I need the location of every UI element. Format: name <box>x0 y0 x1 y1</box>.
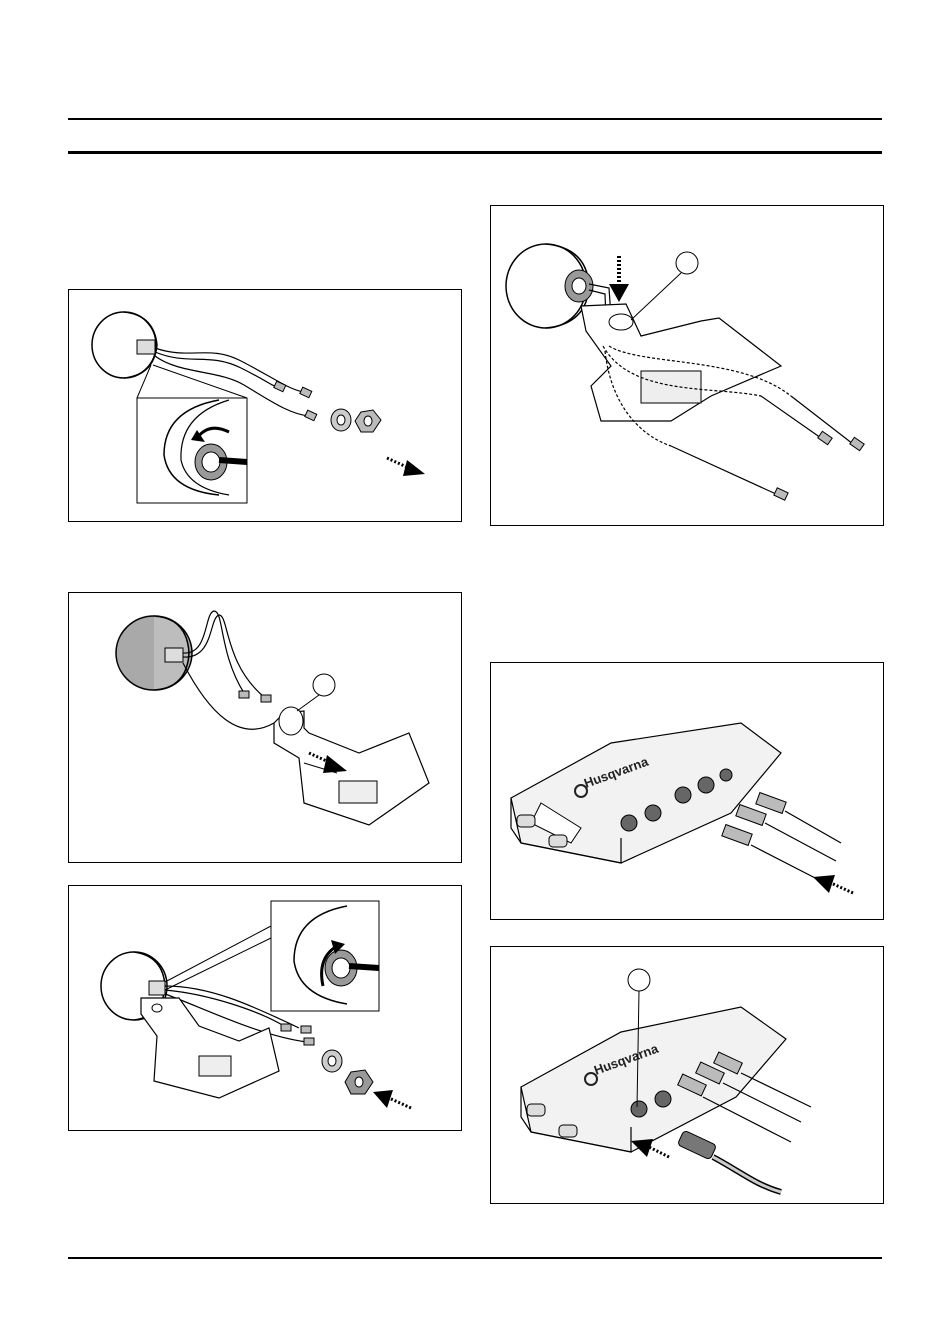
antenna-unscrew-illustration <box>69 290 461 521</box>
header-rule-bottom <box>68 151 882 154</box>
figure-connect-power: Husqvarna <box>490 946 884 1204</box>
control-unit-power-illustration: Husqvarna <box>491 947 883 1203</box>
footer-rule <box>68 1257 882 1259</box>
figure-insert-antenna <box>68 885 462 1131</box>
antenna-bracket-route-illustration <box>69 593 461 862</box>
control-unit-cables-illustration: Husqvarna <box>491 663 883 919</box>
header-rule-top <box>68 118 882 120</box>
antenna-cables-bracket-illustration <box>491 206 883 525</box>
figure-remove-nut <box>68 289 462 522</box>
figure-tighten-nut <box>490 205 884 526</box>
figure-connect-cables: Husqvarna <box>490 662 884 920</box>
figure-route-cables <box>68 592 462 863</box>
antenna-tighten-illustration <box>69 886 461 1130</box>
